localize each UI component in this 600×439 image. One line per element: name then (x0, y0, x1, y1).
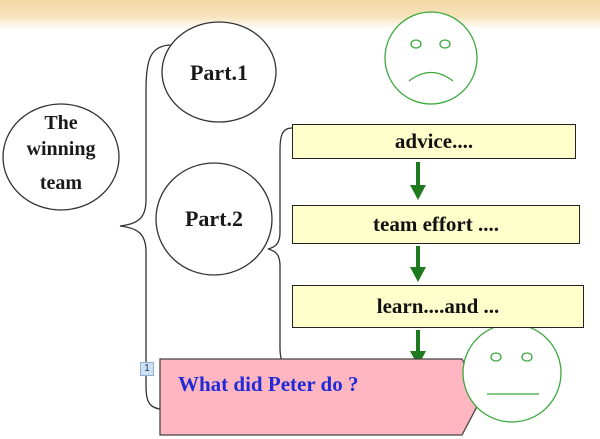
part2-brace (267, 127, 293, 365)
question-shape[interactable] (159, 358, 483, 436)
root-circle[interactable] (2, 103, 120, 211)
step-arrow (410, 162, 426, 200)
main-brace (119, 44, 173, 411)
root-label-line: winning (26, 138, 96, 160)
question-label: What did Peter do ? (178, 372, 359, 396)
root-label-line: The (44, 112, 78, 134)
part1-circle[interactable] (161, 21, 277, 123)
slide-number-badge: 1 (140, 362, 154, 376)
step-box-team-effort[interactable]: team effort .... (292, 205, 580, 244)
root-label: The winning team (11, 110, 111, 196)
step-arrow (410, 246, 426, 282)
step-box-learn[interactable]: learn....and ... (292, 285, 584, 328)
part2-circle[interactable] (155, 162, 273, 276)
part2-label: Part.2 (184, 206, 244, 231)
sad-face-icon (384, 11, 478, 105)
root-label-line: team (39, 172, 83, 194)
title-band (0, 0, 600, 30)
step-box-advice[interactable]: advice.... (292, 124, 576, 159)
part1-label: Part.1 (189, 60, 249, 85)
neutral-face-icon (462, 323, 562, 423)
